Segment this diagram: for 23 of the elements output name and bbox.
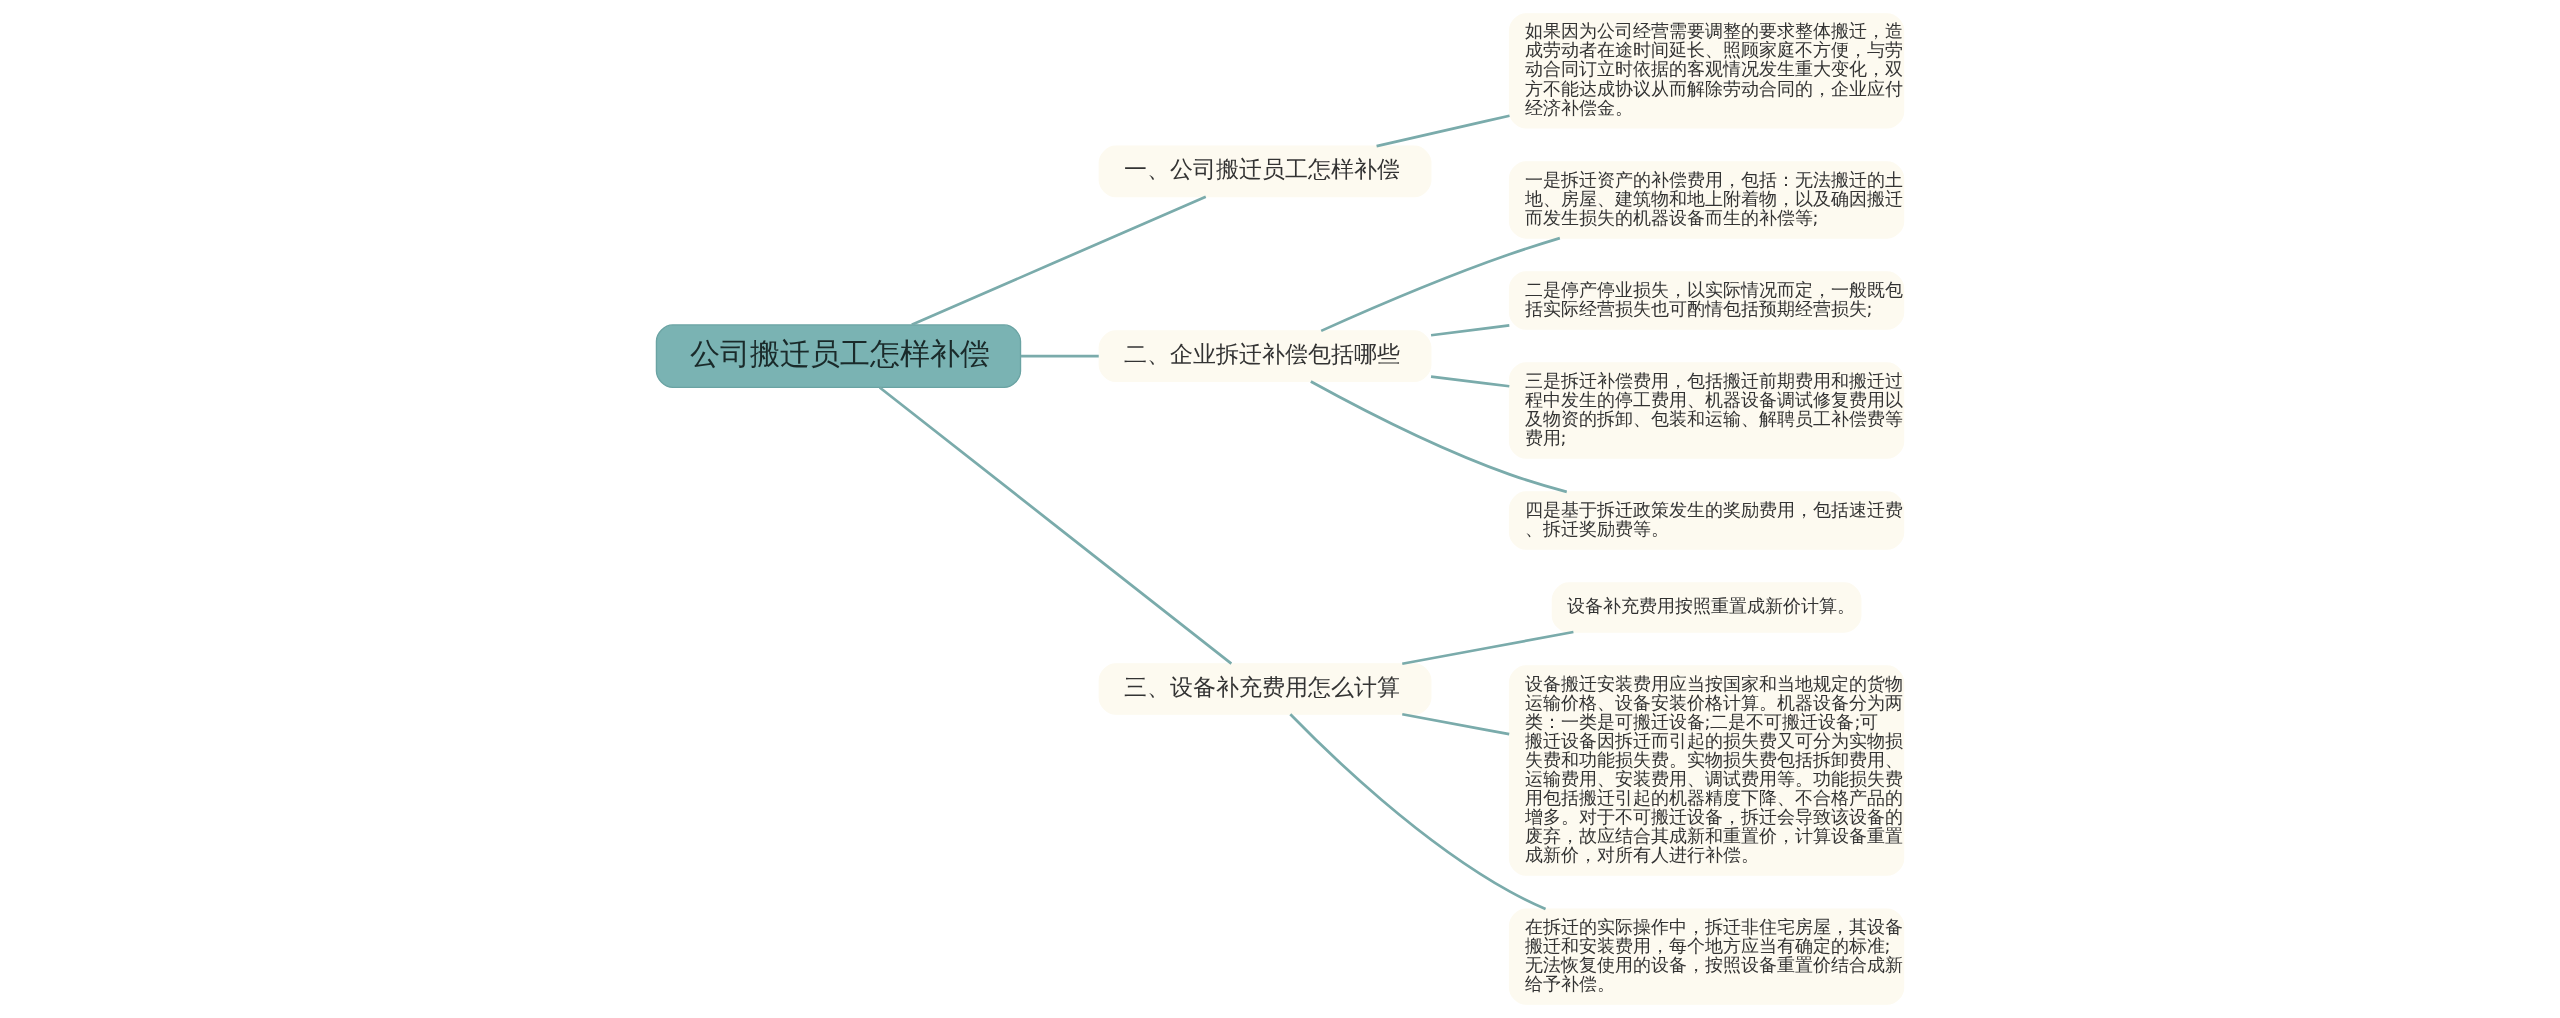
node-box: 公司搬迁员工怎样补偿 xyxy=(655,324,1022,389)
node-box: 三是拆迁补偿费用，包括搬迁前期费用和搬迁过程中发生的停工费用、机器设备调试修复费用以及物资的拆卸、包装和运输、解聘员工补偿费等费用; xyxy=(1508,362,1905,459)
node-box: 二是停产停业损失，以实际情况而定，一般既包括实际经营损失也可酌情包括预期经营损失; xyxy=(1508,271,1905,330)
connector xyxy=(1402,630,1574,666)
connector xyxy=(1289,713,1547,911)
connector xyxy=(911,195,1207,327)
connector xyxy=(1430,324,1510,337)
node-box: 在拆迁的实际操作中，拆迁非住宅房屋，其设备搬迁和安装费用，每个地方应当有确定的标准;无法恢复使用的设备，按照设备重置价结合成新给予补偿。 xyxy=(1508,908,1905,1005)
connector xyxy=(1376,114,1510,148)
connector xyxy=(1310,380,1568,494)
node-box: 一、公司搬迁员工怎样补偿 xyxy=(1098,145,1432,198)
node-box: 三、设备补充费用怎么计算 xyxy=(1098,663,1432,715)
node-box: 设备搬迁安装费用应当按国家和当地规定的货物运输价格、设备安装价格计算。机器设备分为两类：一类是可搬迁设备;二是不可搬迁设备;可搬迁设备因拆迁而引起的损失费又可分为实物损失费和功能损失费。实物损失费包括拆卸费用、运输费用、安装费用、调试费用等。功能损失费用包括搬迁引起的机器精度下降、不合格产品的增多。对于不可搬迁设备，拆迁会导致该设备的废弃，故应结合其成新和重置价，计算设备重置成新价，对所有人进行补偿。 xyxy=(1508,665,1905,876)
connector xyxy=(1402,712,1510,736)
connector xyxy=(1430,375,1510,388)
node-box: 如果因为公司经营需要调整的要求整体搬迁，造成劳动者在途时间延长、照顾家庭不方便，与劳动合同订立时依据的客观情况发生重大变化，双方不能达成协议从而解除劳动合同的，企业应付经济补偿金。 xyxy=(1508,13,1905,129)
node-box: 一是拆迁资产的补偿费用，包括：无法搬迁的土地、房屋、建筑物和地上附着物，以及确因搬迁而发生损失的机器设备而生的补偿等; xyxy=(1508,161,1905,239)
connector xyxy=(1320,236,1561,333)
node-box: 二、企业拆迁补偿包括哪些 xyxy=(1098,330,1432,382)
node-box: 设备补充费用按照重置成新价计算。 xyxy=(1551,582,1862,633)
connector xyxy=(878,386,1233,665)
connector xyxy=(1020,354,1099,358)
node-box: 四是基于拆迁政策发生的奖励费用，包括速迁费、拆迁奖励费等。 xyxy=(1508,491,1905,550)
